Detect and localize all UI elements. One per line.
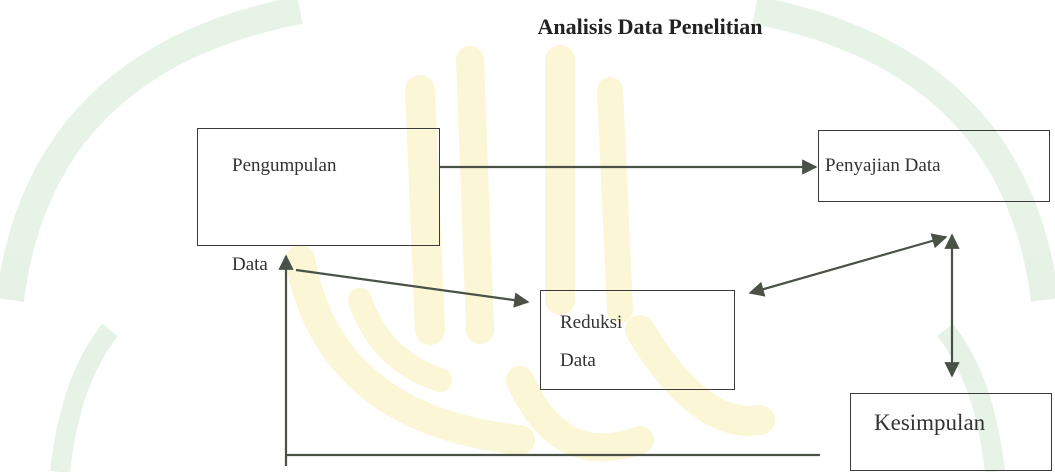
pengumpulan-data-box: [197, 128, 440, 246]
reduksi-data-box: [540, 290, 735, 390]
arrow-pengumpulan-to-reduksi: [295, 268, 530, 308]
diagram-title: Analisis Data Penelitian: [537, 14, 763, 39]
arrow-penyajian-reduksi-bidirectional: [748, 233, 948, 297]
kesimpulan-label: Kesimpulan: [874, 410, 986, 435]
reduksi-label-line1: Reduksi: [560, 312, 623, 333]
reduksi-label-line2: Data: [560, 350, 596, 371]
penyajian-label: Penyajian Data: [825, 155, 941, 176]
penyajian-data-box: [818, 130, 1050, 202]
pengumpulan-label-line1: Pengumpulan: [232, 155, 337, 176]
kesimpulan-box: [850, 393, 1052, 471]
pengumpulan-label-line2: Data: [232, 254, 268, 275]
